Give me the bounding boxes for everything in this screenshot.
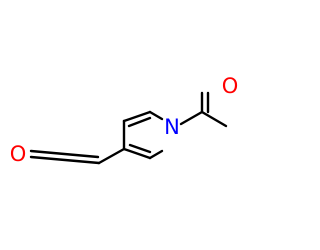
bond-cho-o-double: [29, 149, 100, 159]
bond-c4-c5: [122, 110, 152, 123]
bond-carbonyl-methyl: [200, 110, 228, 128]
atom-o-aldehyde: O: [10, 142, 27, 166]
atom-n1: N: [164, 115, 180, 139]
bond-c2-c3: [122, 147, 152, 160]
bond-c2-c3-double: [128, 143, 152, 154]
bond-c5-n1: [148, 110, 164, 121]
bond-c3-cho: [97, 147, 126, 165]
atom-o-acetyl: O: [222, 74, 239, 98]
bond-cho-o: [29, 155, 101, 165]
molecule-diagram: N O O: [10, 74, 239, 166]
bond-n1-c2: [148, 149, 164, 160]
bond-n1-carbonyl: [179, 110, 204, 126]
structure-canvas: N O O: [9, 74, 239, 166]
bond-c5-c5-double: [127, 116, 152, 128]
